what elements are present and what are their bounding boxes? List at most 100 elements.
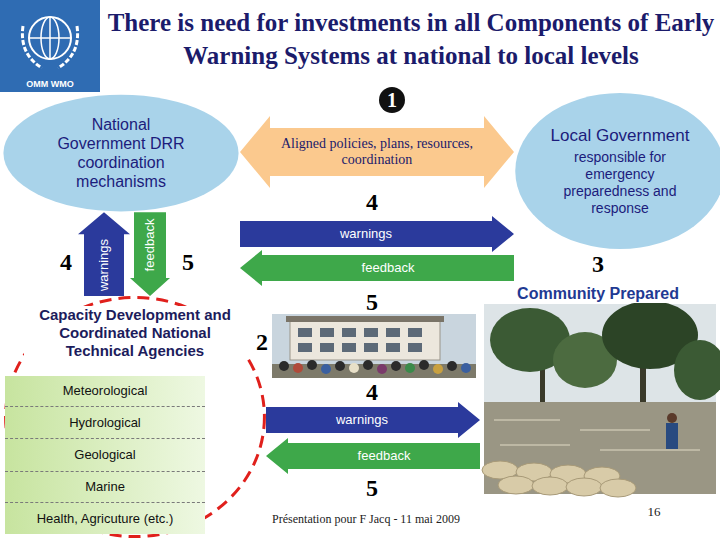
page-number: 16: [648, 505, 661, 519]
node-text: Marine: [85, 479, 125, 495]
art-part: [298, 343, 312, 352]
connector-label: warnings: [97, 239, 111, 291]
callout-number: 5: [366, 476, 378, 500]
node-text: Community Prepared: [515, 284, 681, 303]
coordination-ellipse: National Government DRR coordination mec…: [2, 94, 240, 212]
node-text: Hydrological: [69, 415, 141, 431]
logo-ground: [0, 0, 100, 92]
outline-ellipse: [6, 297, 265, 536]
flood-water: [484, 402, 716, 494]
alignment-arrow: [240, 116, 514, 188]
node-text: Local Government: [535, 126, 705, 146]
photo-roof: [286, 316, 444, 322]
art-part: [386, 328, 400, 337]
feedback-arrow: [266, 438, 480, 474]
art-part: [364, 328, 378, 337]
art-part: [498, 476, 534, 494]
art-part: [307, 360, 317, 370]
photo-building: [272, 314, 476, 378]
logo-laurel: [22, 26, 42, 68]
local-gov-ellipse: Local Government responsible for emergenc…: [514, 92, 720, 250]
callout-number: 4: [366, 190, 378, 214]
logo-globe: [29, 17, 71, 59]
art-part: [532, 477, 568, 495]
node-text: responsible for emergency preparedness a…: [545, 149, 695, 217]
art-part: [433, 364, 443, 374]
node-text: National Government DRR coordination mec…: [46, 115, 196, 191]
warnings-arrow: [266, 402, 480, 438]
outline-ellipse: [3, 95, 238, 212]
art-part: [667, 413, 677, 423]
art-part: [600, 479, 636, 497]
slide-title: There is need for investments in all Com…: [104, 6, 718, 72]
capacity-region: Capacity Development and Coordinated Nat…: [4, 296, 266, 538]
art-part: [419, 360, 429, 370]
art-part: [320, 328, 334, 337]
node-text: Capacity Development and Coordinated Nat…: [24, 306, 246, 360]
art-part: [386, 343, 400, 352]
agency-band: Hydrological: [5, 407, 205, 439]
person-figure: [666, 413, 678, 449]
tree-crown: [674, 340, 720, 400]
art-part: [364, 343, 378, 352]
connector-label: feedback: [362, 261, 415, 275]
connector-label: feedback: [358, 449, 411, 463]
node-outline: [2, 94, 240, 212]
art-part: [408, 343, 422, 352]
connector-label: feedback: [143, 219, 157, 272]
art-part: [405, 363, 415, 373]
art-part: [666, 423, 678, 449]
agency-band: Health, Agricuture (etc.): [5, 503, 205, 534]
photo-building-wall: [290, 320, 440, 360]
logo-caption: OMM WMO: [26, 79, 74, 89]
callout-number: 5: [366, 290, 378, 314]
art-part: [342, 343, 356, 352]
connector-label: warnings: [336, 413, 388, 427]
photo-crowd: [279, 360, 471, 374]
art-part: [335, 361, 345, 371]
photo-ground: [272, 364, 476, 378]
warnings-arrow: [240, 216, 514, 252]
connector-label: Aligned policies, plans, resources, coor…: [257, 136, 497, 168]
art-part: [298, 328, 312, 337]
footer-note: Présentation pour F Jacq - 11 mai 2009: [266, 512, 466, 526]
logo-axis: [49, 17, 51, 59]
logo-laurel: [58, 26, 78, 68]
art-part: [363, 360, 373, 370]
art-part: [461, 363, 471, 373]
callout-number: 5: [182, 250, 194, 274]
photo-flood: [482, 301, 720, 497]
callout-number: 3: [592, 252, 604, 276]
outline-ellipse: [515, 93, 720, 249]
photo-sky: [272, 314, 476, 378]
connector-label: warnings: [340, 227, 392, 241]
art-part: [566, 478, 602, 496]
agency-band: Geological: [5, 439, 205, 472]
art-part: [391, 361, 401, 371]
water-ripple: [494, 420, 700, 450]
art-part: [293, 363, 303, 373]
node-text: Health, Agricuture (etc.): [37, 511, 174, 527]
feedback-arrow: [130, 212, 170, 296]
art-part: [349, 363, 359, 373]
callout-number: 1: [379, 87, 405, 113]
node-text: Geological: [74, 447, 135, 463]
community-panel: Community Prepared: [480, 282, 716, 536]
node-text: Meteorological: [63, 383, 148, 399]
art-part: [279, 361, 289, 371]
agency-band: Marine: [5, 472, 205, 503]
callout-number: 4: [366, 380, 378, 404]
art-part: [321, 364, 331, 374]
callout-number: 2: [256, 330, 268, 354]
art-part: [377, 364, 387, 374]
callout-number: 4: [60, 250, 72, 274]
art-part: [408, 328, 422, 337]
photo-windows: [298, 328, 422, 352]
warnings-arrow: [78, 212, 130, 296]
feedback-arrow: [240, 250, 514, 286]
art-part: [447, 361, 457, 371]
wmo-logo: [0, 0, 100, 92]
art-part: [342, 328, 356, 337]
art-part: [320, 343, 334, 352]
agency-band: Meteorological: [5, 376, 205, 407]
